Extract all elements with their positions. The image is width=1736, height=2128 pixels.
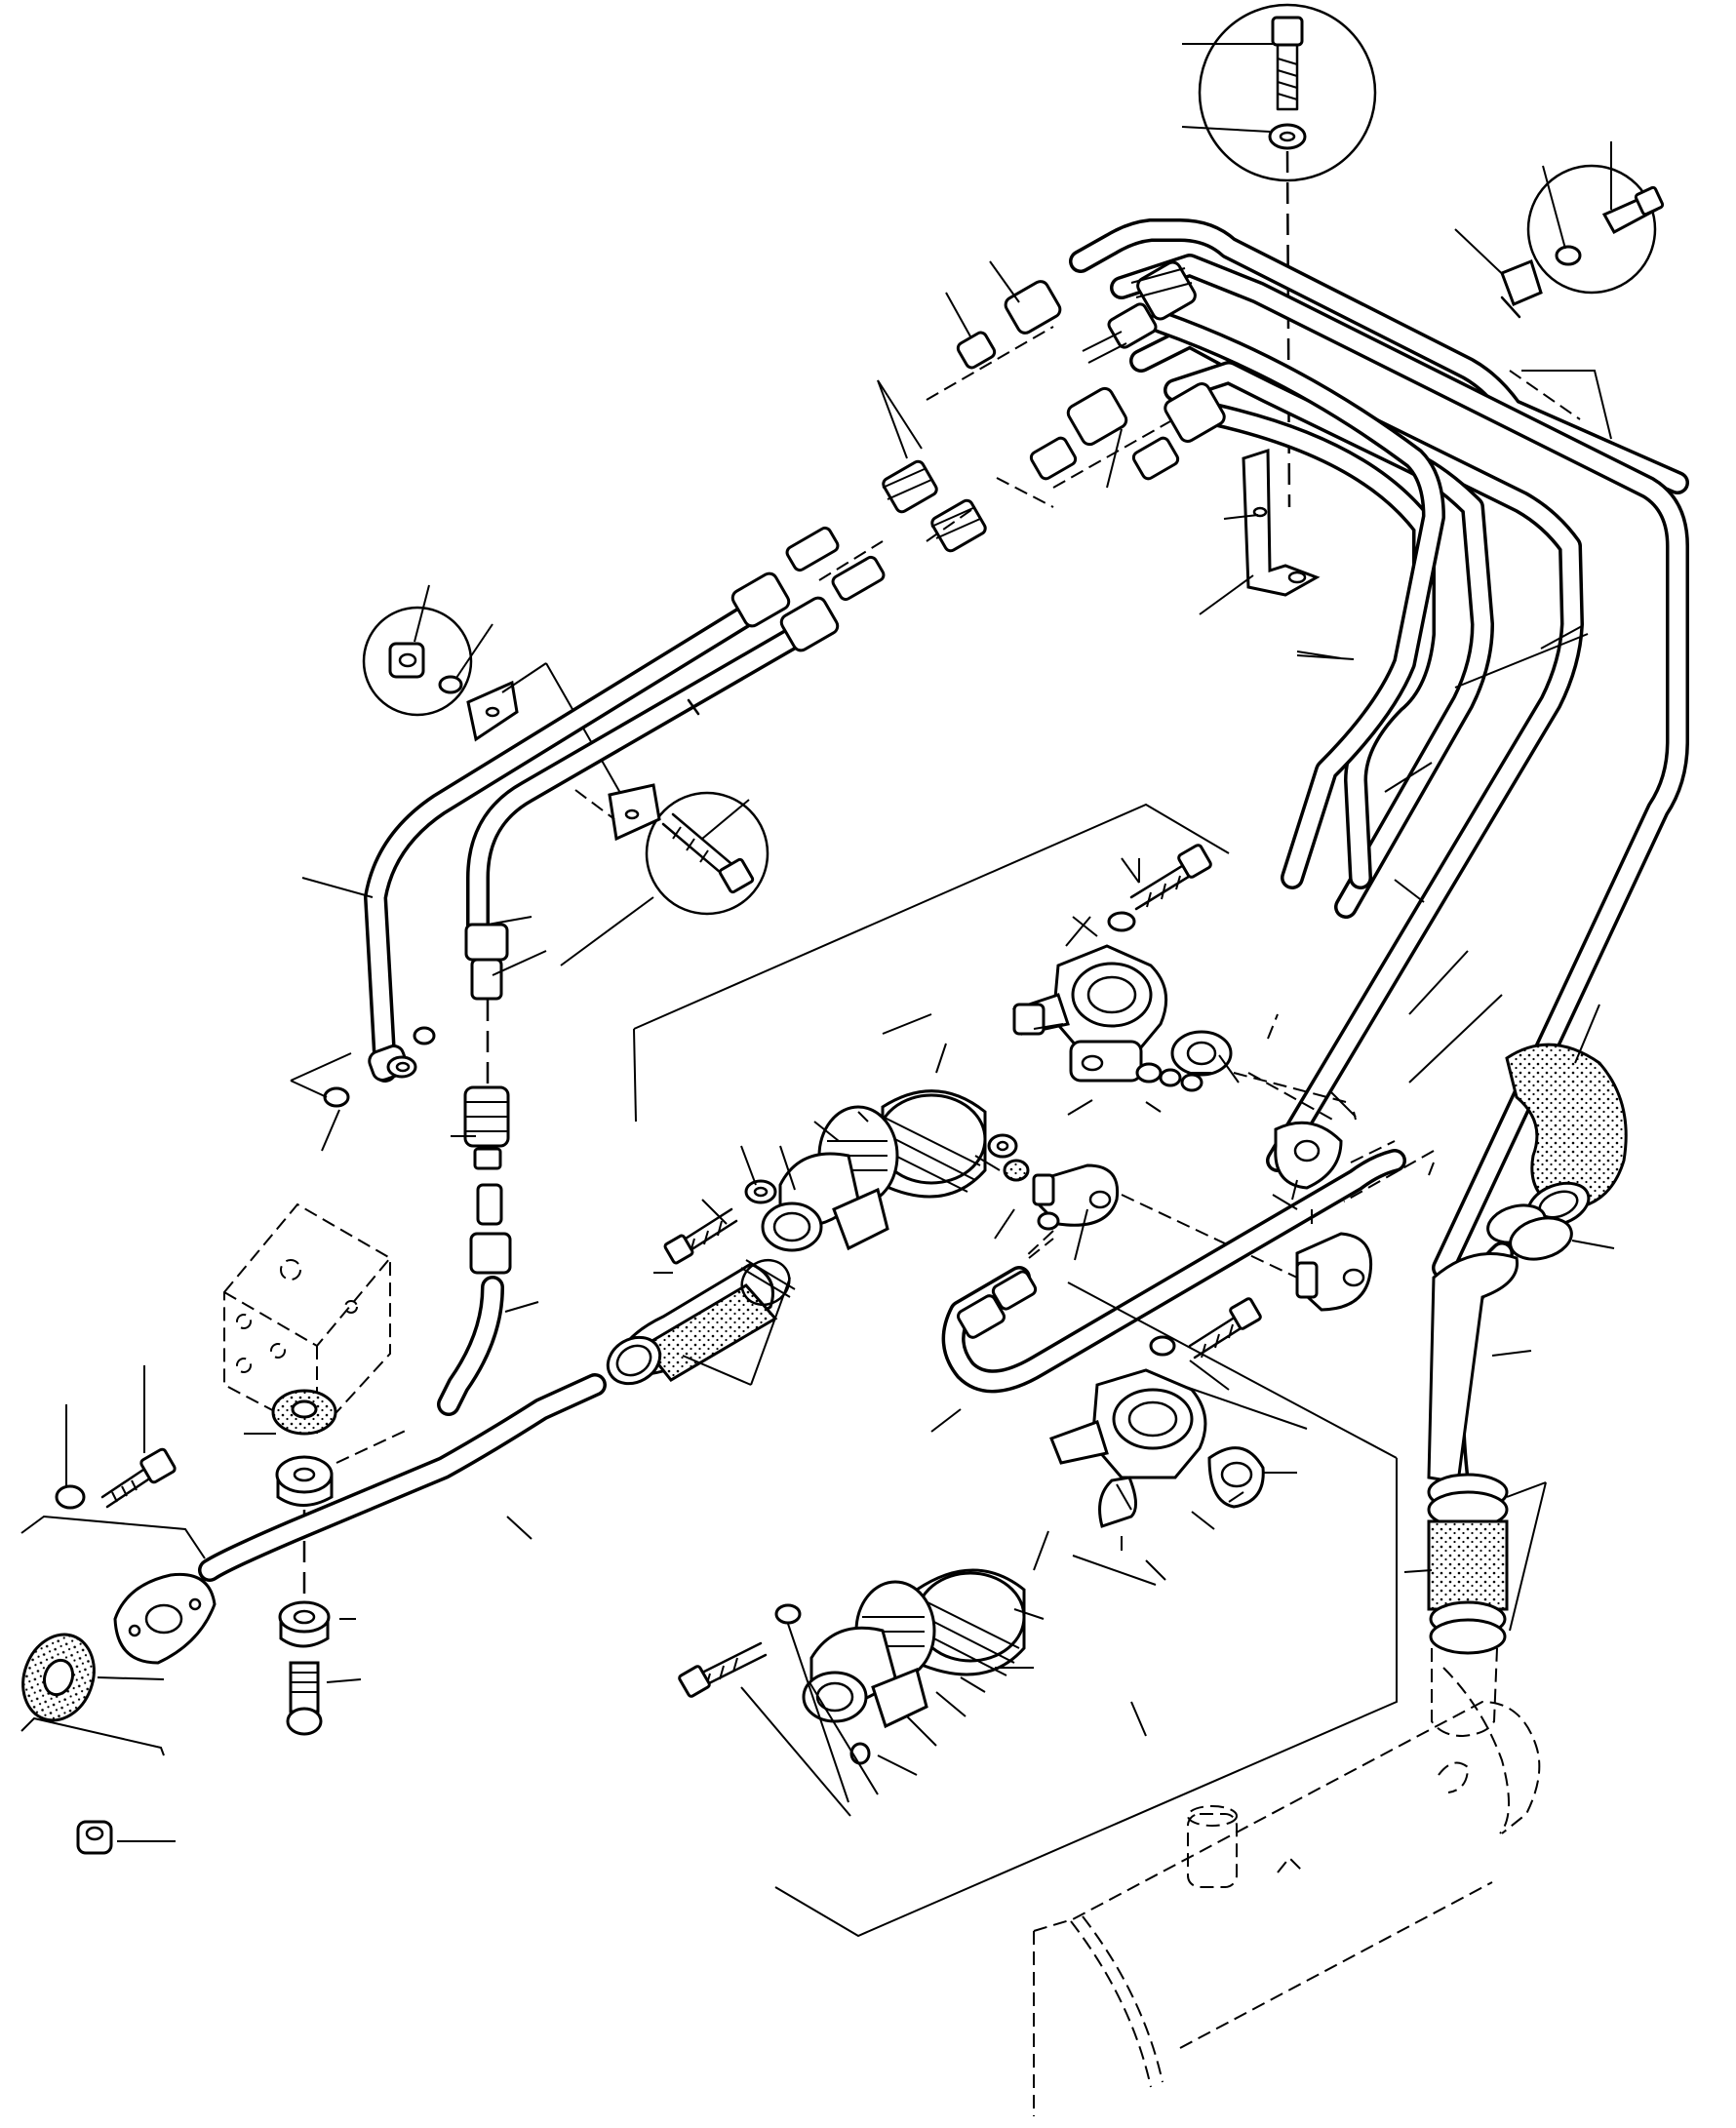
hose-with-clamps-left <box>606 1258 796 1386</box>
detail-circle-bolt-middle <box>574 783 769 916</box>
spacer-stack-left <box>244 1389 411 1736</box>
mounting-bracket <box>1199 448 1321 615</box>
detail-circle-nut-left <box>362 584 625 801</box>
leader-lines-misc <box>1145 879 1503 1224</box>
small-fittings-center <box>974 1072 1435 1312</box>
fittings-upper-cluster <box>818 260 1226 581</box>
pump-assembly-upper <box>882 844 1233 1116</box>
pump-assembly-lower <box>678 1297 1308 1817</box>
pipe-pair-left <box>301 526 886 1083</box>
pipe-with-flange-bottom <box>20 1373 607 1665</box>
fitting-stack-left <box>290 896 654 1416</box>
bolt-washer-far-left <box>55 1365 177 1510</box>
detail-circle-clip-right <box>1454 141 1665 440</box>
gasket-and-nut-bottom-left <box>20 1633 176 1855</box>
tank-outline-dashed <box>1033 1667 1541 2116</box>
valve-block-dashed <box>223 1202 391 1436</box>
u-pipe-center <box>930 1149 1406 1433</box>
pipe-bundle-upper <box>1069 218 1689 1280</box>
assembly-group-brackets <box>633 803 1398 1938</box>
pump-body-center <box>663 1043 987 1265</box>
elbow-hose-right <box>1403 1004 1628 1738</box>
